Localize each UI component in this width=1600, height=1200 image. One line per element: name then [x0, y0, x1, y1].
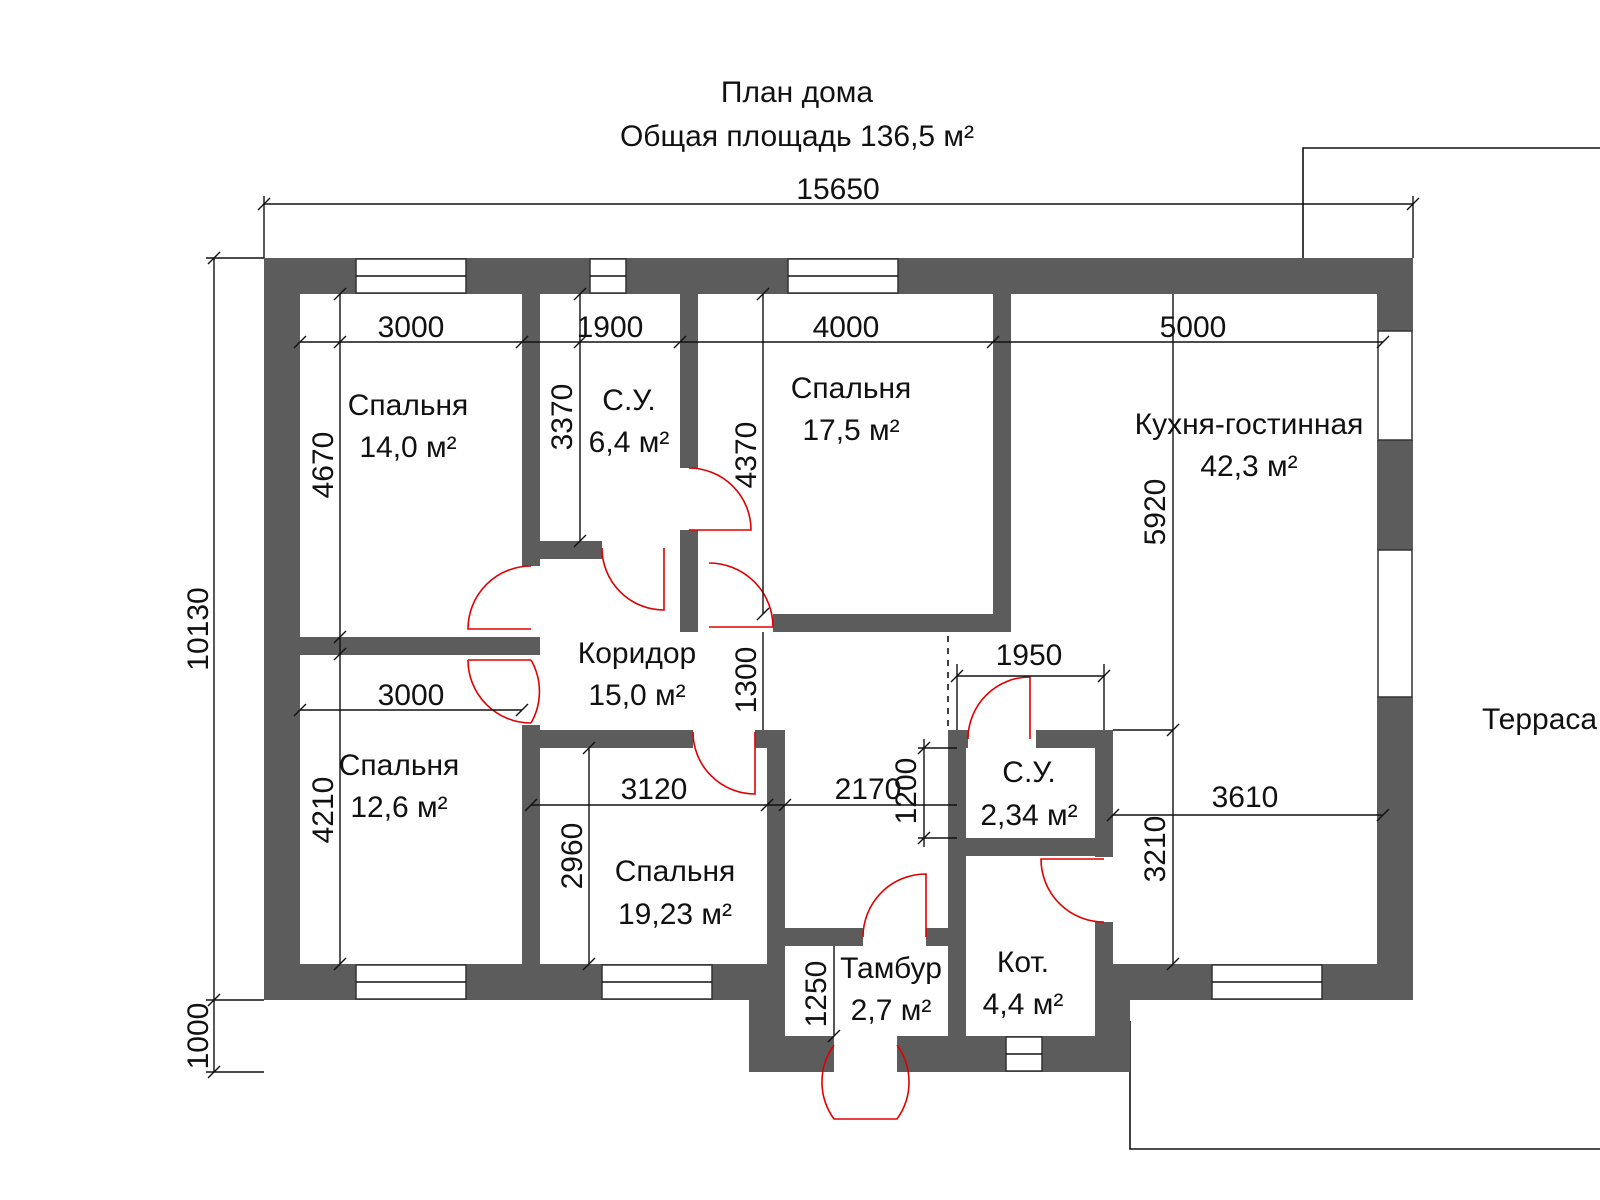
dimension-lines [206, 196, 1420, 1079]
dim-kitchen-lower-height: 3210 [1139, 816, 1172, 883]
dimension-labels: 15650 10130 1000 3000 1900 4000 5000 467… [182, 173, 1278, 1069]
room-area-bed2: 17,5 м² [802, 414, 899, 447]
room-area-bed1: 14,0 м² [359, 431, 456, 464]
room-name-bed1: Спальня [348, 389, 469, 422]
dim-hall-width: 2170 [835, 773, 902, 806]
room-area-vest: 2,7 м² [851, 994, 932, 1027]
plan-title: План дома [721, 76, 873, 109]
window-kitchen-right-upper [1377, 330, 1413, 441]
room-name-kitchen: Кухня-гостинная [1135, 408, 1364, 441]
dim-wc2-height: 1200 [890, 758, 923, 825]
dim-bed2-width: 4000 [813, 311, 880, 344]
dim-kitchen-height: 5920 [1139, 479, 1172, 546]
window-kitchen-right-lower [1377, 549, 1413, 698]
dim-bed1-height: 4670 [307, 432, 340, 499]
room-name-bed2: Спальня [791, 372, 912, 405]
dim-bed4-height: 2960 [556, 823, 589, 890]
dim-bed4-width: 3120 [621, 773, 688, 806]
dim-overall-height: 10130 [182, 587, 215, 670]
dim-porch-depth: 1000 [182, 1003, 215, 1070]
dim-bed3-width: 3000 [378, 679, 445, 712]
terrace-label: Терраса [1482, 703, 1597, 736]
room-name-bed3: Спальня [339, 749, 460, 782]
room-area-boiler: 4,4 м² [983, 988, 1064, 1021]
dim-bed2-height: 4370 [730, 422, 763, 489]
room-name-boiler: Кот. [997, 946, 1049, 979]
room-name-bed4: Спальня [615, 855, 736, 888]
window-bed3-bottom [355, 964, 467, 1000]
window-kitchen-bottom [1211, 964, 1323, 1000]
room-area-kitchen: 42,3 м² [1200, 450, 1297, 483]
window-bed4-bottom [601, 964, 713, 1000]
room-area-wc2: 2,34 м² [980, 799, 1077, 832]
room-area-bed3: 12,6 м² [350, 791, 447, 824]
room-name-corridor: Коридор [578, 637, 696, 670]
dim-wc2-width: 1950 [996, 639, 1063, 672]
dim-overall-width: 15650 [796, 173, 879, 206]
room-name-vest: Тамбур [840, 952, 942, 985]
dim-bed3-height: 4210 [307, 777, 340, 844]
window-bed1-top [355, 258, 467, 294]
room-name-wc2: С.У. [1002, 756, 1055, 789]
room-name-wc1: С.У. [602, 384, 655, 417]
room-labels: Спальня 14,0 м² С.У. 6,4 м² Спальня 17,5… [339, 372, 1364, 1027]
dim-wc1-height: 3370 [546, 384, 579, 451]
window-bed2-top [787, 258, 899, 294]
door-swings [467, 467, 1105, 1120]
room-area-corridor: 15,0 м² [588, 679, 685, 712]
dim-wc1-width: 1900 [577, 311, 644, 344]
dim-vest-height: 1250 [800, 961, 833, 1028]
dim-kitchen-width: 5000 [1160, 311, 1227, 344]
room-area-wc1: 6,4 м² [589, 426, 670, 459]
plan-total-area: Общая площадь 136,5 м² [620, 120, 974, 153]
windows [355, 258, 1413, 1072]
dim-kitchen-lower-width: 3610 [1212, 781, 1279, 814]
dim-corridor-gap: 1300 [730, 647, 763, 714]
room-area-bed4: 19,23 м² [618, 898, 732, 931]
window-boiler-bottom [1005, 1036, 1043, 1072]
window-wc1-top [589, 258, 627, 294]
dim-bed1-width: 3000 [378, 311, 445, 344]
